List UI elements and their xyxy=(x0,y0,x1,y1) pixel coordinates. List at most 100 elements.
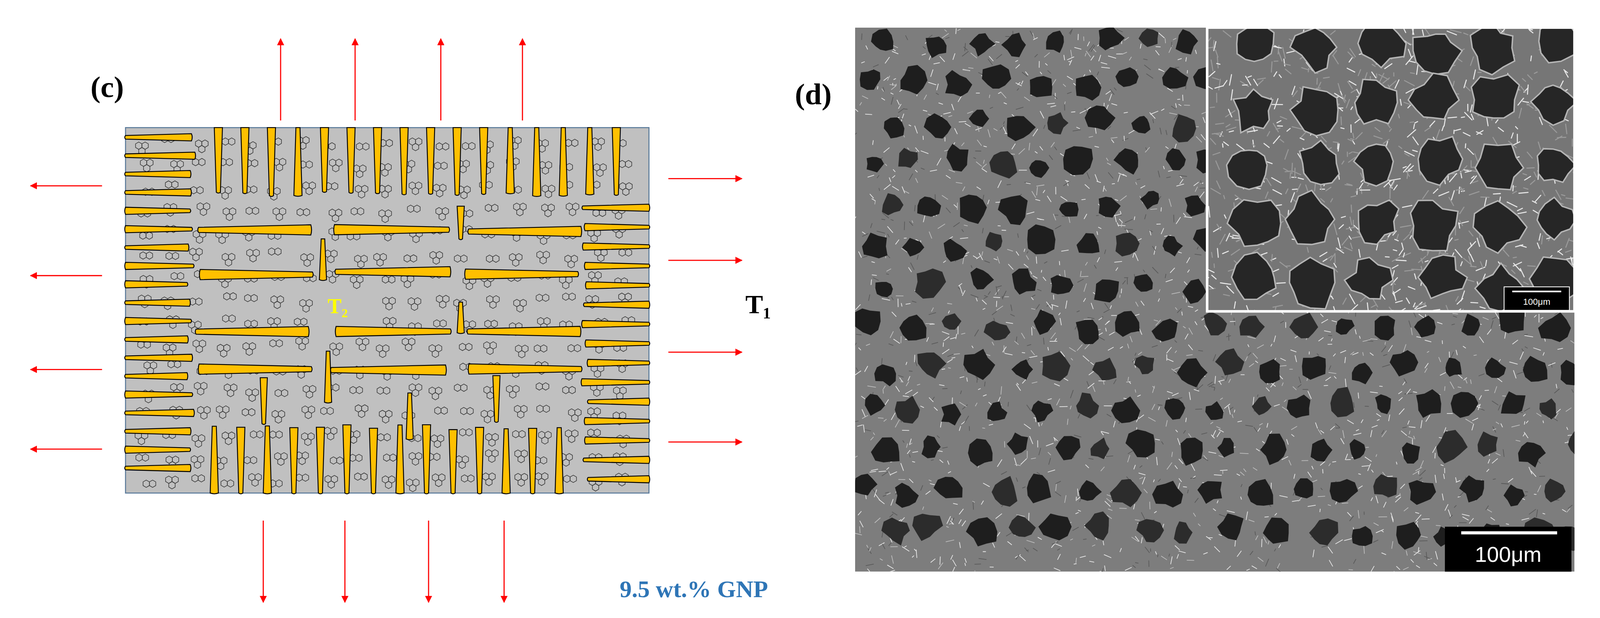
sem-fibril xyxy=(1257,394,1259,397)
sem-fibril xyxy=(1027,251,1029,253)
gnp-platelet xyxy=(195,326,310,337)
gnp-platelet xyxy=(260,377,268,425)
benzene-ring xyxy=(492,254,500,263)
sem-fibril xyxy=(1492,400,1499,405)
sem-fibril xyxy=(1075,512,1079,514)
sem-fibril xyxy=(1050,105,1056,107)
sem-fibril xyxy=(1124,37,1129,41)
sem-fibril xyxy=(905,35,908,40)
benzene-ring xyxy=(485,181,493,189)
benzene-ring xyxy=(542,382,549,390)
gnp-platelet xyxy=(532,127,541,197)
sem-fibril xyxy=(1449,515,1453,518)
sem-fibril xyxy=(1144,64,1151,70)
sem-fibril xyxy=(885,399,889,405)
sem-fibril xyxy=(1139,328,1142,335)
benzene-ring xyxy=(165,180,172,189)
sem-fibril xyxy=(1506,523,1509,525)
benzene-ring xyxy=(590,234,598,243)
gnp-platelet xyxy=(124,445,191,454)
sem-fibril xyxy=(1047,70,1051,74)
gnp-platelet xyxy=(584,436,650,444)
sem-fibril xyxy=(1211,386,1215,388)
sem-fibril xyxy=(1036,187,1038,196)
sem-fibril xyxy=(1108,508,1113,511)
sem-fibril xyxy=(1509,362,1518,365)
sem-fibril xyxy=(1051,79,1056,87)
sem-fibril xyxy=(1490,320,1493,328)
sem-fibril xyxy=(1153,479,1155,482)
stress-arrow xyxy=(668,441,742,443)
sem-fibril xyxy=(1122,138,1129,141)
gnp-platelet xyxy=(585,127,594,195)
sem-fibril xyxy=(1486,469,1489,472)
benzene-ring xyxy=(333,348,340,356)
sem-fibril xyxy=(1171,42,1173,47)
benzene-ring xyxy=(297,208,304,216)
sem-fibril xyxy=(1381,430,1387,437)
sem-fibril xyxy=(989,56,994,61)
benzene-ring xyxy=(562,281,569,289)
sem-fibril xyxy=(1240,374,1244,376)
gnp-platelet xyxy=(584,339,650,348)
benzene-ring xyxy=(219,411,227,419)
benzene-ring xyxy=(192,253,200,261)
benzene-ring xyxy=(142,453,149,462)
sem-fibril xyxy=(1274,404,1280,406)
sem-fibril xyxy=(1520,351,1524,360)
benzene-ring xyxy=(217,462,224,470)
benzene-ring xyxy=(275,137,282,146)
gnp-platelet xyxy=(406,392,414,440)
sem-fibril xyxy=(1104,501,1111,506)
benzene-ring xyxy=(562,386,569,394)
sem-fibril xyxy=(915,169,918,172)
benzene-ring xyxy=(486,254,493,263)
sem-fibril xyxy=(877,175,880,178)
sem-fibril xyxy=(1557,348,1563,350)
sem-fibril xyxy=(889,513,893,518)
sem-fibril xyxy=(1138,414,1144,419)
sem-fibril xyxy=(1167,358,1174,362)
sem-fibril xyxy=(922,135,924,140)
sem-fibril xyxy=(1175,66,1180,69)
sem-fibril xyxy=(1316,353,1319,356)
sem-fibril xyxy=(1102,540,1104,545)
sem-fibril xyxy=(1111,315,1117,316)
benzene-ring xyxy=(379,349,387,358)
sem-fibril xyxy=(988,58,993,65)
stress-arrow xyxy=(521,38,524,121)
sem-fibril xyxy=(1280,321,1284,323)
sem-fibril xyxy=(953,503,958,504)
benzene-ring xyxy=(350,435,357,443)
sem-fibril xyxy=(976,256,980,259)
sem-fibril xyxy=(1381,430,1384,434)
sem-fibril xyxy=(1490,517,1495,521)
benzene-ring xyxy=(412,235,420,243)
benzene-ring xyxy=(386,139,393,147)
benzene-ring xyxy=(145,231,153,239)
sem-fibril xyxy=(1447,412,1453,414)
benzene-ring xyxy=(414,434,422,442)
stress-arrow xyxy=(30,185,102,187)
sem-fibril xyxy=(1163,166,1165,169)
benzene-ring xyxy=(619,139,627,147)
benzene-ring xyxy=(171,180,179,189)
benzene-ring xyxy=(389,453,397,462)
benzene-ring xyxy=(509,390,516,399)
gnp-platelet xyxy=(583,301,650,309)
benzene-ring xyxy=(354,472,361,480)
benzene-ring xyxy=(276,163,283,171)
sem-fibril xyxy=(1410,559,1414,563)
sem-fibril xyxy=(1010,314,1015,317)
sem-fibril xyxy=(1318,495,1325,497)
sem-fibril xyxy=(1498,404,1501,411)
sem-fibril xyxy=(1116,267,1119,271)
benzene-ring xyxy=(515,186,522,194)
gnp-platelet xyxy=(319,238,327,281)
stress-arrow xyxy=(668,259,742,261)
benzene-ring xyxy=(571,414,579,422)
benzene-ring xyxy=(625,248,632,257)
sem-fibril xyxy=(976,186,981,190)
sem-fibril xyxy=(1320,313,1324,317)
benzene-ring xyxy=(331,182,338,190)
